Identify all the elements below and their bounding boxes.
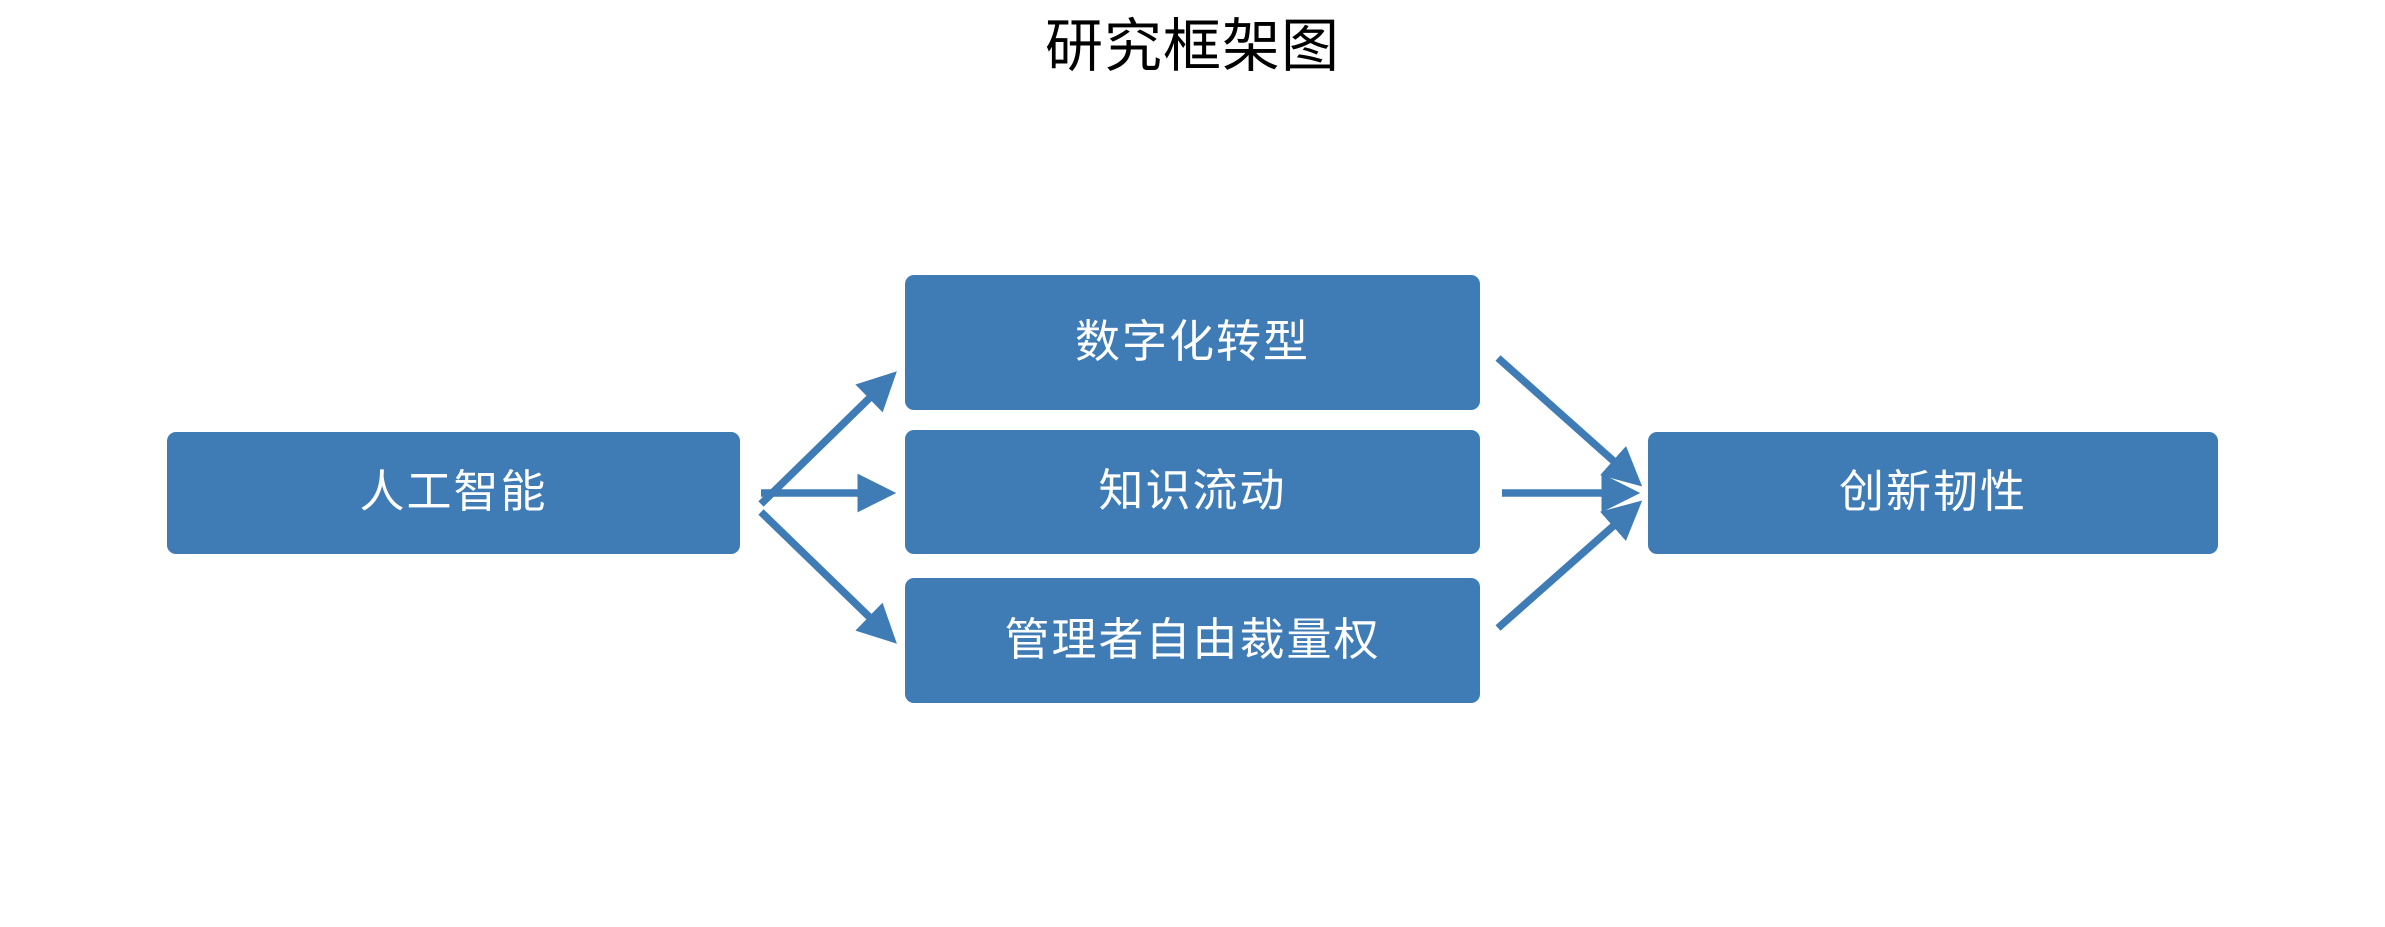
edge-ai-to-discretion [758, 509, 897, 644]
node-artificial-intelligence[interactable]: 人工智能 [167, 432, 740, 554]
diagram-title: 研究框架图 [1044, 12, 1340, 80]
node-innovation-resilience[interactable]: 创新韧性 [1648, 432, 2218, 554]
node-label-knowledge-flow: 知识流动 [1098, 464, 1287, 518]
edge-discretion-to-outcome [1495, 500, 1643, 631]
node-label-digital-transformation: 数字化转型 [1074, 314, 1310, 368]
node-digital-transformation[interactable]: 数字化转型 [905, 275, 1480, 410]
node-label-managerial-discretion: 管理者自由裁量权 [1004, 612, 1381, 666]
edge-digital-to-outcome [1495, 355, 1643, 487]
edge-ai-to-digital [758, 371, 897, 507]
node-label-innovation-resilience: 创新韧性 [1838, 465, 2027, 519]
node-label-artificial-intelligence: 人工智能 [359, 465, 548, 519]
node-managerial-discretion[interactable]: 管理者自由裁量权 [905, 578, 1480, 703]
node-knowledge-flow[interactable]: 知识流动 [905, 430, 1480, 554]
